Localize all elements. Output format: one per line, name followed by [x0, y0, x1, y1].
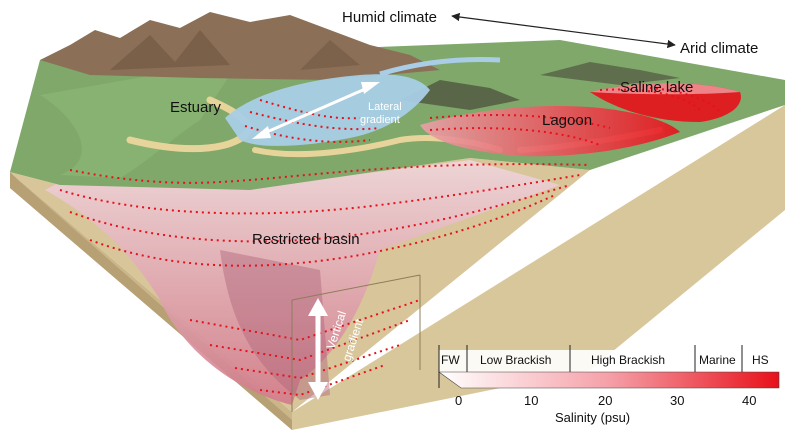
scale-tick-30: 30 [670, 393, 684, 408]
lagoon-label: Lagoon [542, 112, 592, 129]
vertical-gradient-arrow [308, 298, 328, 400]
restricted-basin-label: Restricted basin [252, 231, 360, 248]
scale-tick-0: 0 [455, 393, 462, 408]
river-channel [379, 57, 501, 77]
scale-tick-20: 20 [598, 393, 612, 408]
mountain-range [40, 12, 680, 110]
scale-tick-10: 10 [524, 393, 538, 408]
scale-category-fw: FW [441, 353, 460, 367]
saline-lake-label: Saline lake [620, 79, 693, 96]
scale-category-marine: Marine [699, 353, 736, 367]
arid-climate-label: Arid climate [680, 40, 758, 57]
isohaline-lines [59, 87, 721, 397]
lateral-gradient-label-1: Lateral [368, 101, 402, 113]
scale-category-low-brackish: Low Brackish [480, 353, 551, 367]
lateral-gradient-label-2: gradient [360, 114, 400, 126]
lateral-gradient-arrow [252, 82, 380, 139]
lagoon-water [420, 105, 680, 157]
climate-arrow [451, 12, 676, 49]
cube-edges [291, 274, 421, 412]
scale-tick-40: 40 [742, 393, 756, 408]
basin-cross-section [10, 158, 590, 412]
scale-category-hs: HS [752, 353, 769, 367]
humid-climate-label: Humid climate [342, 9, 437, 26]
estuary-label: Estuary [170, 99, 221, 116]
scale-category-high-brackish: High Brackish [591, 353, 665, 367]
salinity-scale: FW Low Brackish High Brackish Marine HS … [438, 345, 780, 425]
scale-axis-label: Salinity (psu) [555, 410, 630, 425]
